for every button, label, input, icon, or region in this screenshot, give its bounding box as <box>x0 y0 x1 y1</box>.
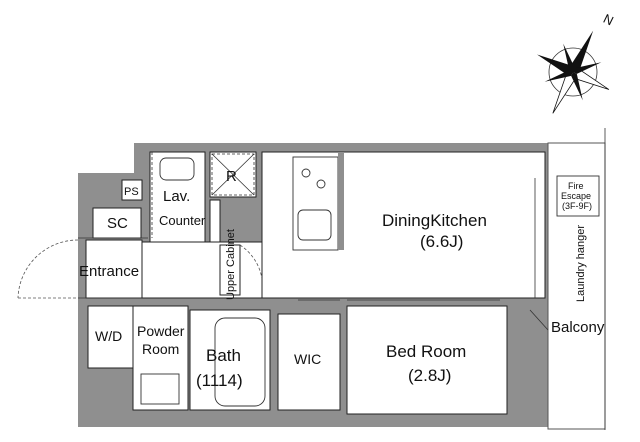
bath-size: (1114) <box>196 371 243 390</box>
compass-north-label: N <box>601 11 616 29</box>
powder-room-label-1: Powder <box>137 323 185 339</box>
refrigerator-label: R <box>226 168 237 185</box>
corridor <box>141 241 281 299</box>
wic-label: WIC <box>294 351 321 367</box>
kitchen-sink-icon <box>297 209 332 241</box>
fire-escape-hatch <box>556 175 600 217</box>
laundry-hanger-label: Laundry hanger <box>575 225 587 302</box>
bathtub-icon <box>214 317 266 407</box>
upper-cabinet <box>219 244 241 296</box>
bed-room <box>346 305 508 415</box>
counter-label: Counter <box>159 213 206 228</box>
fire-escape-label-3: (3F-9F) <box>562 201 592 211</box>
dining-kitchen-label: DiningKitchen <box>382 211 487 230</box>
entrance-hall <box>85 239 143 299</box>
entrance-label: Entrance <box>79 263 139 280</box>
dining-kitchen-size: (6.6J) <box>420 232 463 251</box>
ps-label: PS <box>124 186 139 198</box>
bed-room-size: (2.8J) <box>408 366 451 385</box>
compass-rose-icon <box>537 30 610 114</box>
kitchen-partition <box>338 152 344 250</box>
stove-burner-icon <box>301 168 311 178</box>
bath-label: Bath <box>206 346 241 365</box>
wd-label: W/D <box>95 328 122 344</box>
shoe-closet <box>92 207 142 239</box>
bed-room-label: Bed Room <box>386 342 466 361</box>
fire-escape-label-1: Fire <box>568 181 584 191</box>
sc-label: SC <box>107 215 128 232</box>
powder-room-label-2: Room <box>142 341 179 357</box>
counter-area <box>209 199 221 243</box>
upper-cabinet-label: Upper Cabinet <box>225 229 237 300</box>
stove-burner-icon <box>316 179 326 189</box>
entrance-door-swing <box>17 239 79 299</box>
lav-label: Lav. <box>163 188 190 205</box>
walk-in-closet <box>277 313 341 411</box>
sink-fixture <box>159 157 195 181</box>
balcony-label: Balcony <box>551 319 605 336</box>
washer-dryer-space <box>87 305 134 369</box>
fire-escape-label-2: Escape <box>561 191 591 201</box>
ps-room <box>121 179 143 201</box>
washer-icon-box <box>140 373 180 405</box>
refrigerator-outline <box>211 153 255 196</box>
